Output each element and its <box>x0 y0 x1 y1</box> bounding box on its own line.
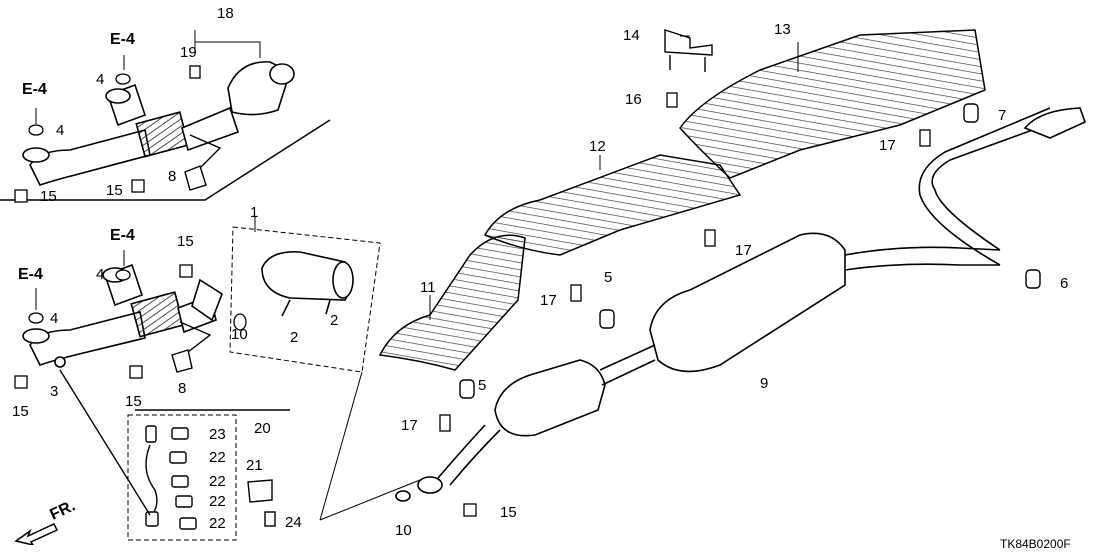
heat-shield-11 <box>378 234 526 371</box>
reference-e4-b: E-4 <box>22 81 47 98</box>
bracket-14 <box>664 29 713 72</box>
callout-19: 19 <box>180 44 197 61</box>
callout-8a: 8 <box>168 168 177 185</box>
callout-3: 3 <box>50 383 59 400</box>
callout-11: 11 <box>420 279 436 296</box>
callout-7: 7 <box>998 107 1007 124</box>
callout-4b: 4 <box>56 122 65 139</box>
callout-15e: 15 <box>12 403 29 420</box>
reference-e4-a: E-4 <box>110 31 135 48</box>
callout-9: 9 <box>760 375 769 392</box>
callout-4c: 4 <box>96 266 105 283</box>
callout-23: 23 <box>209 426 226 443</box>
callout-5b: 5 <box>478 377 487 394</box>
callout-4d: 4 <box>50 310 59 327</box>
muffler-9 <box>649 107 1087 373</box>
reference-e4-d: E-4 <box>18 266 43 283</box>
section-dividers <box>0 119 331 411</box>
heat-shield-12 <box>483 154 742 256</box>
clamp-part-8-lower <box>171 321 212 373</box>
callout-5a: 5 <box>604 269 613 286</box>
callout-2b: 2 <box>330 312 339 329</box>
pre-muffler <box>395 344 656 502</box>
callout-17b: 17 <box>735 242 752 259</box>
callout-13: 13 <box>774 21 791 38</box>
front-direction-arrow-icon <box>14 523 59 545</box>
callout-22c: 22 <box>209 493 226 510</box>
callout-2a: 2 <box>290 329 299 346</box>
callout-4a: 4 <box>96 71 105 88</box>
callout-10b: 10 <box>395 522 412 539</box>
callout-15f: 15 <box>500 504 517 521</box>
callout-17a: 17 <box>879 137 896 154</box>
rubber-mounts <box>459 103 1041 399</box>
catalytic-converter <box>261 251 354 317</box>
heat-shield-13 <box>679 29 986 179</box>
exhaust-pipe-lower <box>22 263 223 368</box>
clamp-part-8-upper <box>184 134 222 191</box>
callout-17d: 17 <box>401 417 418 434</box>
callout-12: 12 <box>589 138 606 155</box>
exhaust-pipe-upper <box>22 61 295 186</box>
callout-17c: 17 <box>540 292 557 309</box>
callout-8b: 8 <box>178 380 187 397</box>
callout-6: 6 <box>1060 275 1069 292</box>
callout-10a: 10 <box>231 326 248 343</box>
callout-24: 24 <box>285 514 302 531</box>
callout-22b: 22 <box>209 473 226 490</box>
callout-15b: 15 <box>106 182 123 199</box>
callout-1: 1 <box>250 204 259 221</box>
callout-14: 14 <box>623 27 640 44</box>
callout-20: 20 <box>254 420 271 437</box>
callout-22a: 22 <box>209 449 226 466</box>
oxygen-sensor-group <box>59 369 276 530</box>
fasteners <box>14 65 931 517</box>
diagram-code: TK84B0200F <box>1000 537 1071 551</box>
callout-21: 21 <box>246 457 263 474</box>
reference-e4-c: E-4 <box>110 227 135 244</box>
callout-16: 16 <box>625 91 642 108</box>
callout-15d: 15 <box>125 393 142 410</box>
callout-15c: 15 <box>177 233 194 250</box>
callout-15a: 15 <box>40 188 57 205</box>
dashed-group-boxes <box>127 226 381 541</box>
leader-lines <box>35 30 799 320</box>
callout-22d: 22 <box>209 515 226 532</box>
callout-18: 18 <box>217 5 234 22</box>
